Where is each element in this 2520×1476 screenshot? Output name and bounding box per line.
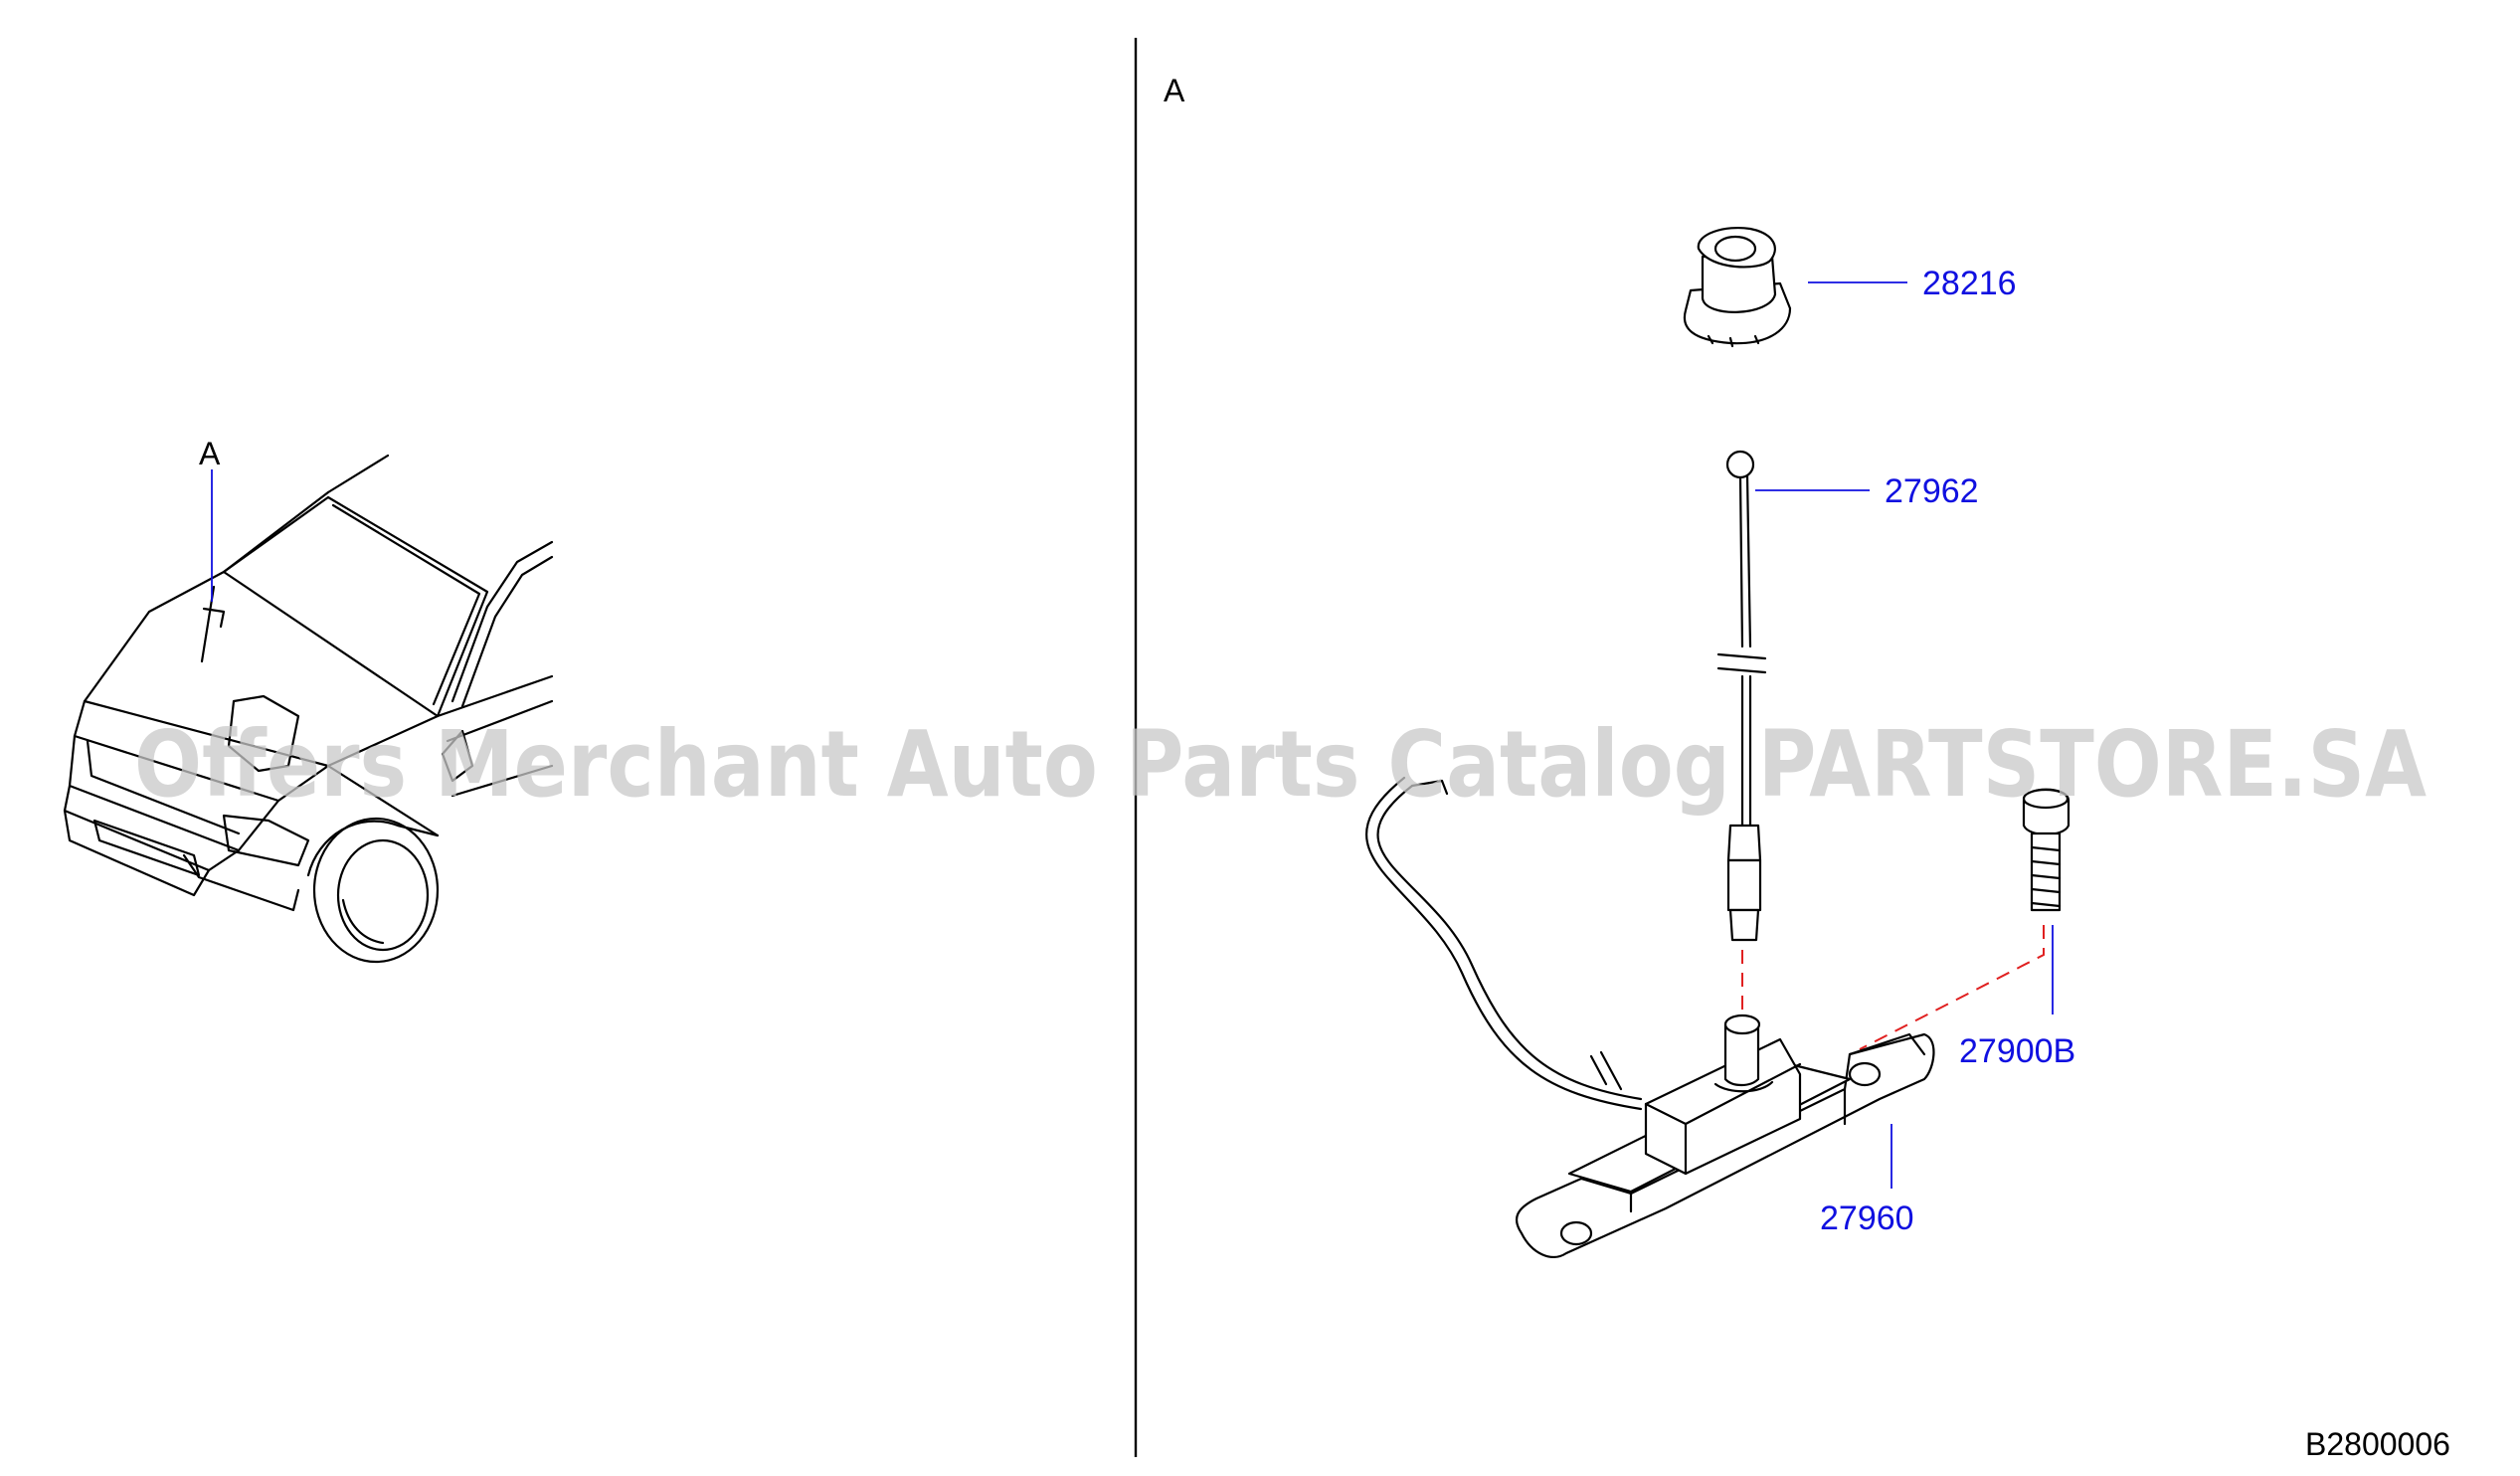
part-label-28216[interactable]: 28216 bbox=[1922, 265, 2017, 302]
antenna-rod-part bbox=[1716, 450, 1767, 942]
watermark-text: Offers Merchant Auto Parts Catalog PARTS… bbox=[134, 711, 2427, 818]
part-label-27962[interactable]: 27962 bbox=[1885, 472, 1979, 510]
vehicle-overview: A bbox=[63, 436, 554, 964]
part-label-27900B[interactable]: 27900B bbox=[1959, 1032, 2075, 1070]
part-label-27960[interactable]: 27960 bbox=[1820, 1199, 1914, 1237]
antenna-base-part bbox=[1365, 776, 1935, 1259]
detail-ref-label: A bbox=[1164, 73, 1185, 108]
antenna-cap-part bbox=[1683, 227, 1792, 348]
bolt-alignment-line bbox=[1859, 925, 2045, 1050]
overview-ref-label: A bbox=[199, 436, 221, 471]
bolt-part bbox=[2022, 788, 2070, 912]
diagram-code: B2800006 bbox=[2305, 1426, 2450, 1462]
